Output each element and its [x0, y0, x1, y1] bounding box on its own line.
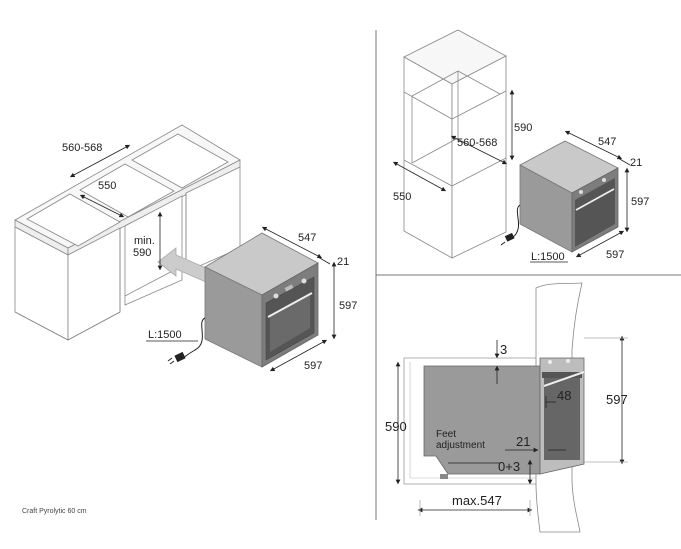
br-front-thickness-label: 21 [516, 434, 530, 449]
power-plug-icon-top-right [500, 204, 521, 246]
br-feet-label-line2: adjustment [436, 440, 485, 451]
bottom-right-dimension-labels: 3 590 597 48 21 Feet adjustment 0+3 max.… [385, 342, 628, 508]
tr-niche-depth-label: 550 [393, 191, 411, 203]
power-plug-icon [167, 317, 206, 365]
tr-front-thickness-label: 21 [630, 157, 642, 169]
left-oven-depth-label: 547 [298, 232, 316, 244]
br-max-depth-label: max.547 [452, 493, 502, 508]
br-niche-height-label: 590 [385, 419, 407, 434]
bottom-right-dimension-lines [395, 335, 628, 516]
tr-oven-height-label: 597 [631, 196, 649, 208]
br-feet-label-line1: Feet [436, 429, 456, 440]
br-oven-height-label: 597 [606, 392, 628, 407]
tr-niche-width-label: 560-568 [457, 137, 497, 149]
left-oven-width-label: 597 [304, 360, 322, 372]
left-min-height-label: 590 [133, 247, 151, 259]
tr-oven-depth-label: 547 [598, 136, 616, 148]
br-handle-offset-label: 48 [557, 388, 571, 403]
top-right-dimension-labels: 590 560-568 550 547 21 597 597 L:1500 [393, 122, 649, 263]
tr-oven-width-label: 597 [606, 249, 624, 261]
tr-cable-length-label: L:1500 [531, 251, 565, 263]
br-top-gap-label: 3 [500, 342, 507, 357]
left-cabinet-width-label: 560-568 [62, 142, 102, 154]
oven-drawing-top-right [519, 140, 619, 253]
left-dimension-lines [69, 144, 337, 372]
left-cable-length-label: L:1500 [148, 329, 182, 341]
top-right-dimension-lines [392, 89, 631, 263]
left-min-label: min. [134, 235, 155, 247]
left-cabinet-depth-label: 550 [98, 180, 116, 192]
br-feet-range-label: 0+3 [498, 459, 520, 474]
product-caption: Craft Pyrolytic 60 cm [22, 508, 87, 515]
left-dimension-labels: 560-568 550 min. 590 547 21 597 597 L:15… [62, 142, 357, 372]
left-oven-height-label: 597 [339, 300, 357, 312]
tr-niche-height-label: 590 [514, 122, 532, 134]
section-drawing [403, 282, 585, 533]
left-front-thickness-label: 21 [337, 256, 349, 268]
panel-dividers [375, 30, 681, 520]
